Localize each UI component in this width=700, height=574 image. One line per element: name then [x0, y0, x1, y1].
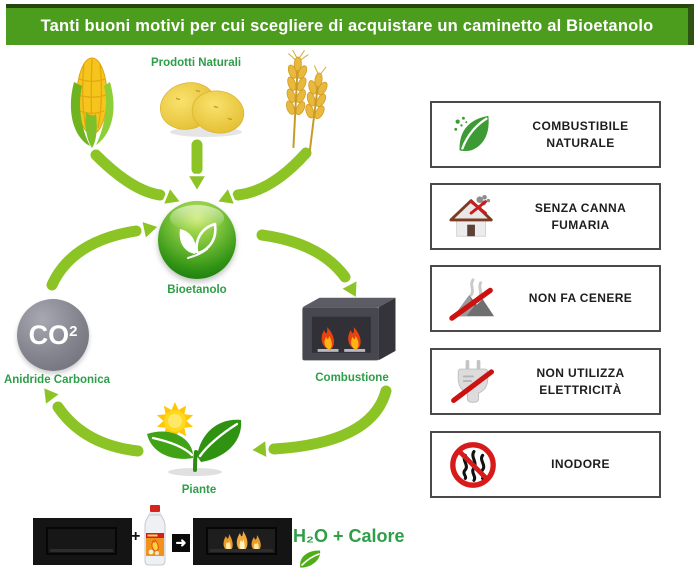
benefit-natural-fuel: COMBUSTIBILE NATURALE: [430, 101, 661, 168]
plants-label: Piante: [181, 484, 217, 496]
combustion-label: Combustione: [315, 372, 389, 384]
odorless-icon: [432, 440, 514, 490]
small-leaf-icon: [300, 550, 321, 568]
header-banner: Tanti buoni motivi per cui scegliere di …: [6, 4, 694, 45]
plus-sign: +: [131, 528, 141, 545]
bioethanol-circle: [158, 201, 236, 279]
cycle-arrows: [41, 137, 394, 462]
plant-sun-icon: [147, 402, 242, 476]
benefit-label: NON FA CENERE: [528, 291, 633, 306]
wheat-icon: [284, 50, 330, 152]
benefit-odorless: INODORE: [430, 431, 661, 498]
white-leaf-icon: [179, 222, 217, 259]
fireplace-opening: [206, 527, 277, 555]
equation-result: H₂O + Calore: [293, 526, 405, 546]
no-electricity-icon: [432, 357, 514, 407]
fireplace-opening: [46, 527, 117, 555]
page-title: Tanti buoni motivi per cui scegliere di …: [40, 17, 654, 35]
co2-symbol: CO2: [28, 319, 78, 350]
potatoes-icon: [160, 82, 245, 137]
fireplace-unlit: [33, 518, 132, 565]
right-arrow-icon: ➜: [172, 534, 190, 552]
benefit-no-electricity: NON UTILIZZA ELETTRICITÀ: [430, 348, 661, 415]
benefit-no-flue: SENZA CANNA FUMARIA: [430, 183, 661, 250]
fireplace-lit: [193, 518, 292, 565]
combustion-fireplace-icon: [302, 297, 396, 361]
co2-label: Anidride Carbonica: [3, 374, 111, 386]
products-label: Prodotti Naturali: [150, 57, 242, 69]
co2-circle: CO2: [17, 299, 89, 371]
no-ash-icon: [432, 276, 514, 322]
bioethanol-bottle-icon: [144, 505, 166, 566]
bioethanol-label: Bioetanolo: [167, 284, 227, 296]
benefit-label: INODORE: [551, 457, 610, 472]
benefit-no-ash: NON FA CENERE: [430, 265, 661, 332]
benefit-label: COMBUSTIBILE NATURALE: [532, 118, 629, 150]
benefit-label: NON UTILIZZA ELETTRICITÀ: [536, 365, 625, 397]
no-flue-house-icon: [432, 193, 514, 241]
natural-fuel-leaf-icon: [432, 112, 514, 158]
corn-icon: [70, 57, 114, 148]
benefit-label: SENZA CANNA FUMARIA: [534, 200, 627, 232]
